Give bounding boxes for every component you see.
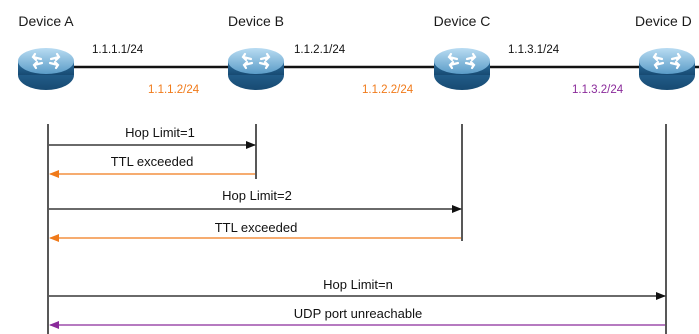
msg-hop-limit-2-label: Hop Limit=2 [222,188,292,203]
device-b-label: Device B [228,13,284,29]
msg-ttl-exceeded-b-label: TTL exceeded [111,154,194,169]
device-a-router-icon [16,46,76,92]
device-c-label: Device C [434,13,491,29]
iface-b-c-left: 1.1.2.1/24 [294,44,346,56]
iface-a-b-left: 1.1.1.1/24 [92,44,144,56]
iface-b-c-right: 1.1.2.2/24 [362,84,414,96]
msg-ttl-exceeded-c-label: TTL exceeded [215,220,298,235]
device-d-router-icon [637,46,697,92]
device-d-label: Device D [635,13,692,29]
device-a-label: Device A [18,13,74,29]
msg-hop-limit-1-label: Hop Limit=1 [125,125,195,140]
iface-c-d-left: 1.1.3.1/24 [508,44,560,56]
iface-c-d-right: 1.1.3.2/24 [572,84,624,96]
msg-udp-unreachable-label: UDP port unreachable [294,306,422,321]
device-c-router-icon [432,46,492,92]
iface-a-b-right: 1.1.1.2/24 [148,84,200,96]
msg-hop-limit-n-label: Hop Limit=n [323,277,393,292]
device-b-router-icon [226,46,286,92]
